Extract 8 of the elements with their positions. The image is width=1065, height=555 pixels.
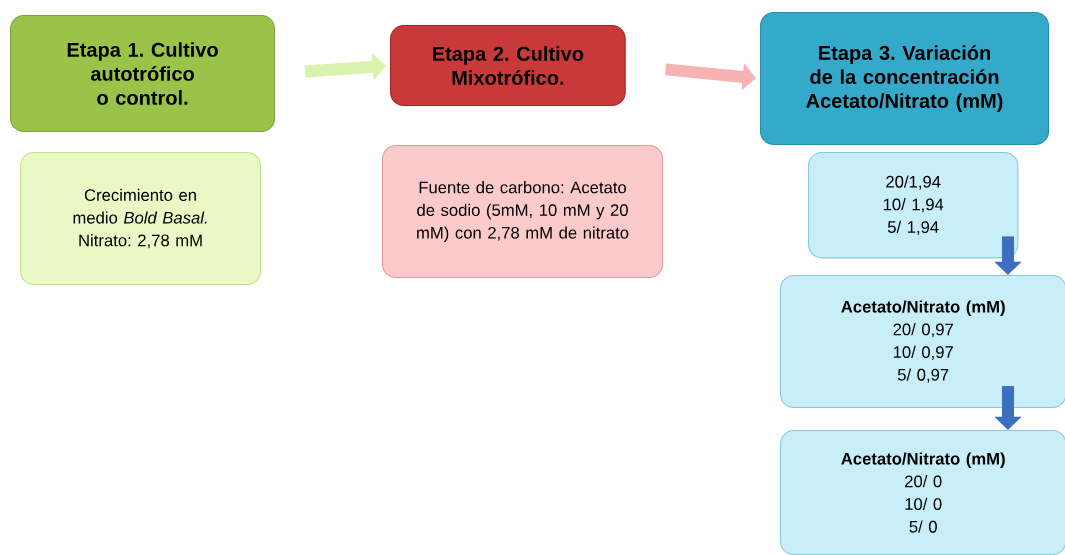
concentration-box: 20/1,94 10/ 1,94 5/ 1,94 [808,152,1019,259]
concentration-box: Acetato/Nitrato (mM) 20/ 0 10/ 0 5/ 0 [780,430,1065,555]
concentration-box: Acetato/Nitrato (mM) 20/ 0,97 10/ 0,97 5/ 0,97 [780,275,1065,409]
description-box: Fuente de carbono: Acetato de sodio (5mM, 10 mM y 20 mM) con 2,78 mM de nitrato [382,145,664,279]
description-box: Crecimiento en medio Bold Basal. Nitrato: 2,78 mM [20,152,262,286]
stage-header: Etapa 3. Variación de la concentración Acetato/Nitrato (mM) [760,12,1050,146]
stage-header: Etapa 1. Cultivo autotrófico o control. [10,15,276,133]
stage-header: Etapa 2. Cultivo Mixotrófico. [390,25,626,107]
